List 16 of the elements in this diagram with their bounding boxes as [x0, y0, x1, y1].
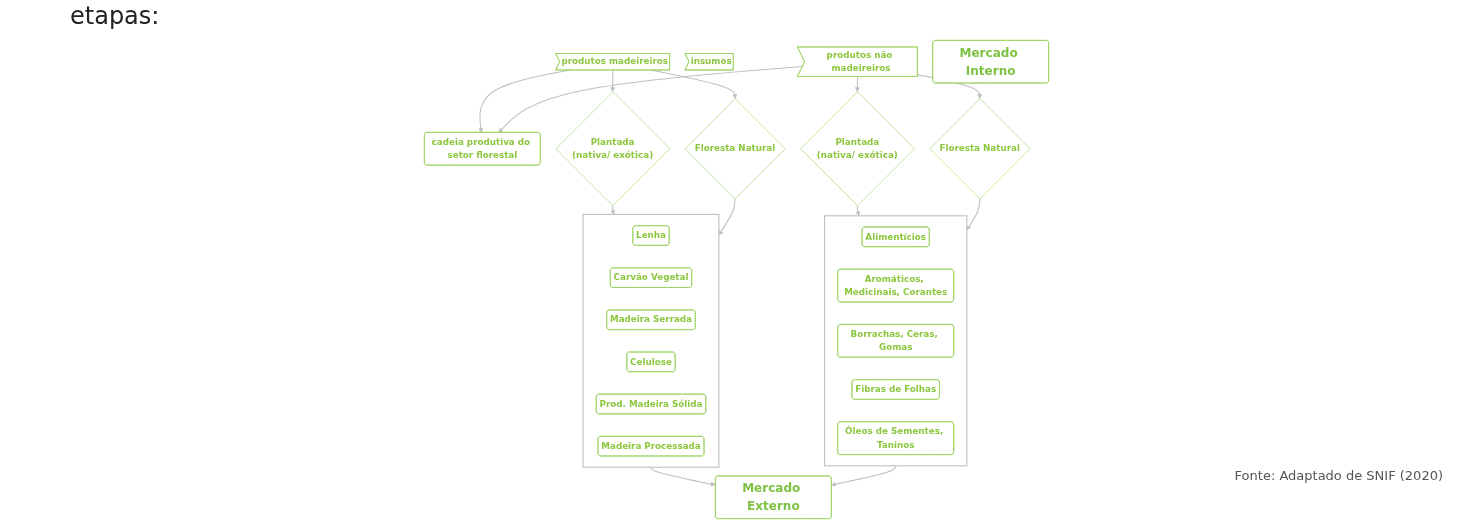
node-diamond: Floresta Natural: [684, 98, 786, 200]
arrow: [610, 69, 615, 92]
cluster: [824, 215, 968, 467]
cluster: [582, 213, 720, 468]
node-diamond: Floresta Natural: [929, 98, 1031, 200]
node-diamond: Plantada (nativa/ exótica): [800, 91, 915, 206]
arrow: [966, 198, 981, 231]
arrow: [854, 76, 860, 92]
arrow: [855, 205, 861, 217]
arrow: [610, 205, 615, 215]
intro-text: etapas:: [70, 2, 160, 30]
node-diamond: Plantada (nativa/ exótica): [555, 91, 671, 206]
arrow: [831, 465, 897, 487]
arrow: [650, 466, 716, 487]
arrow: [718, 198, 736, 236]
source-note: Fonte: Adaptado de SNIF (2020): [1234, 468, 1443, 483]
